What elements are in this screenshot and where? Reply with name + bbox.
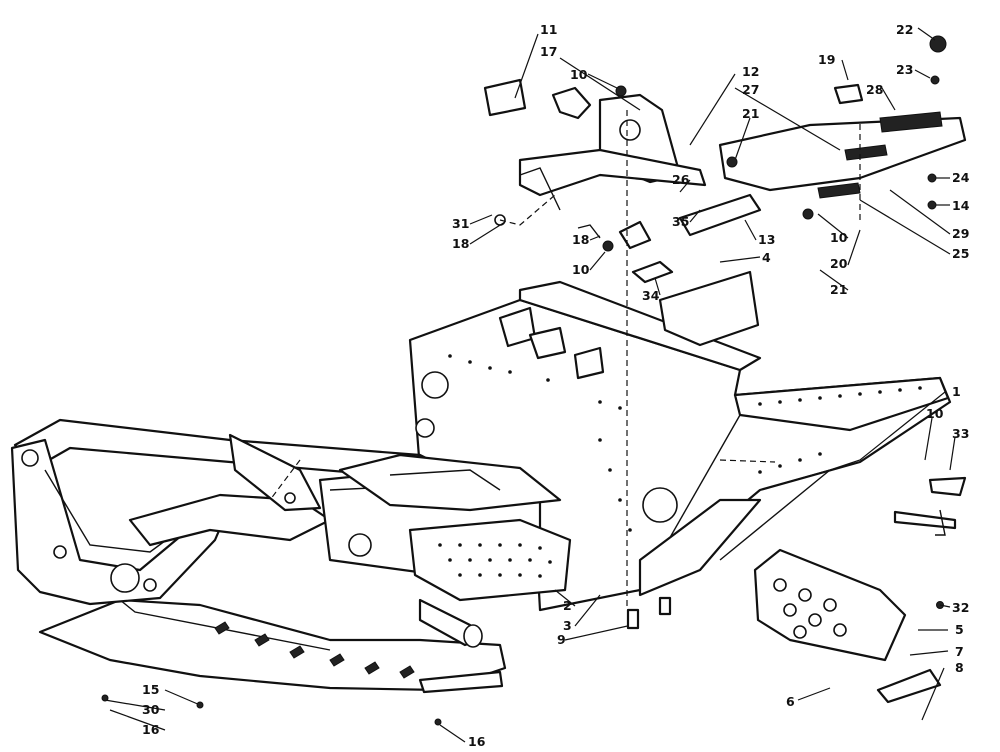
callout-18b: 18 (572, 232, 589, 247)
belly-pan (38, 598, 507, 694)
callout-26: 26 (672, 172, 690, 187)
seat-bracket (483, 35, 967, 284)
callout-13: 13 (758, 232, 775, 247)
callout-10d: 10 (926, 406, 944, 421)
callout-20: 20 (830, 256, 848, 271)
callout-12: 12 (742, 64, 759, 79)
callout-24: 24 (952, 170, 970, 185)
callout-19: 19 (818, 52, 835, 67)
callout-2: 2 (563, 598, 572, 613)
callout-33: 33 (952, 426, 969, 441)
callout-10c: 10 (572, 262, 590, 277)
leader-lines (104, 27, 956, 743)
callout-1: 1 (952, 384, 961, 399)
callout-22: 22 (896, 22, 913, 37)
callout-10b: 10 (830, 230, 848, 245)
callout-32: 32 (952, 600, 969, 615)
callout-16: 16 (142, 722, 160, 737)
fasteners (101, 156, 937, 726)
callout-14: 14 (952, 198, 970, 213)
callout-labels: 11 17 10 12 27 21 19 22 23 28 24 14 29 2… (142, 22, 970, 749)
callout-30: 30 (142, 702, 160, 717)
callout-31: 31 (452, 216, 469, 231)
assembly-lines (269, 110, 861, 610)
callout-8: 8 (955, 660, 964, 675)
callout-25: 25 (952, 246, 969, 261)
callout-15: 15 (142, 682, 159, 697)
callout-29: 29 (952, 226, 969, 241)
front-frame (10, 418, 572, 648)
callout-9: 9 (557, 632, 566, 647)
callout-35: 35 (672, 214, 689, 229)
callout-6: 6 (786, 694, 795, 709)
callout-16b: 16 (468, 734, 486, 749)
callout-17: 17 (540, 44, 557, 59)
callout-21: 21 (742, 106, 759, 121)
callout-4: 4 (762, 250, 771, 265)
callout-5: 5 (955, 622, 964, 637)
callout-3: 3 (563, 618, 572, 633)
callout-7: 7 (955, 644, 964, 659)
callout-27: 27 (742, 82, 759, 97)
rear-bracket (753, 476, 967, 704)
callout-18: 18 (452, 236, 469, 251)
callout-34: 34 (642, 288, 660, 303)
callout-21b: 21 (830, 282, 847, 297)
callout-10: 10 (570, 67, 588, 82)
callout-11: 11 (540, 22, 557, 37)
callout-28: 28 (866, 82, 883, 97)
callout-23: 23 (896, 62, 913, 77)
